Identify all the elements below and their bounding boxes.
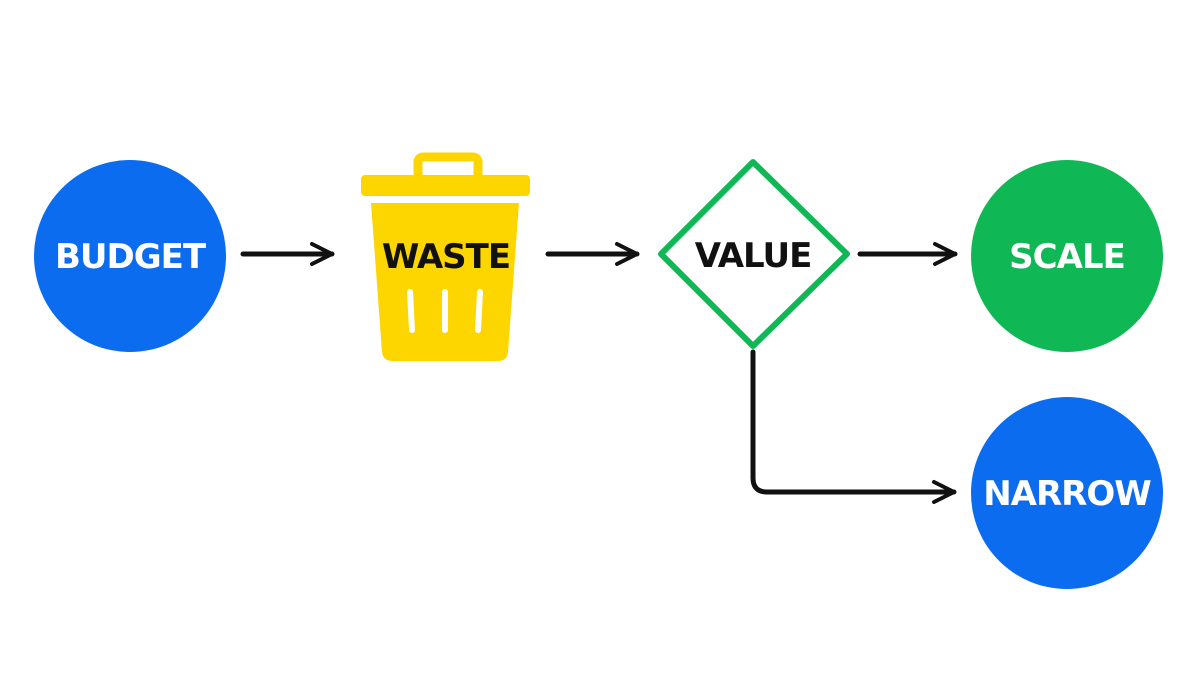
trash-can-lid [361,175,530,196]
value-label: VALUE [695,236,812,276]
scale-circle [971,160,1163,352]
budget-circle [34,160,226,352]
trash-can-stripe [475,289,483,333]
scale-label: SCALE [1009,237,1125,277]
trash-can-body [371,203,519,361]
trash-can-icon [361,152,530,361]
waste-label: WASTE [382,237,510,277]
node-value: VALUE [658,159,850,349]
node-budget: BUDGET [34,160,226,352]
trash-can-stripe [407,289,415,333]
narrow-circle [971,397,1163,589]
node-waste: WASTE [361,152,530,361]
budget-label: BUDGET [55,237,207,277]
node-narrow: NARROW [971,397,1163,589]
node-scale: SCALE [971,160,1163,352]
narrow-label: NARROW [983,474,1151,514]
value-diamond [658,159,850,349]
edges [240,242,958,504]
edge-value-to-narrow [750,349,957,504]
